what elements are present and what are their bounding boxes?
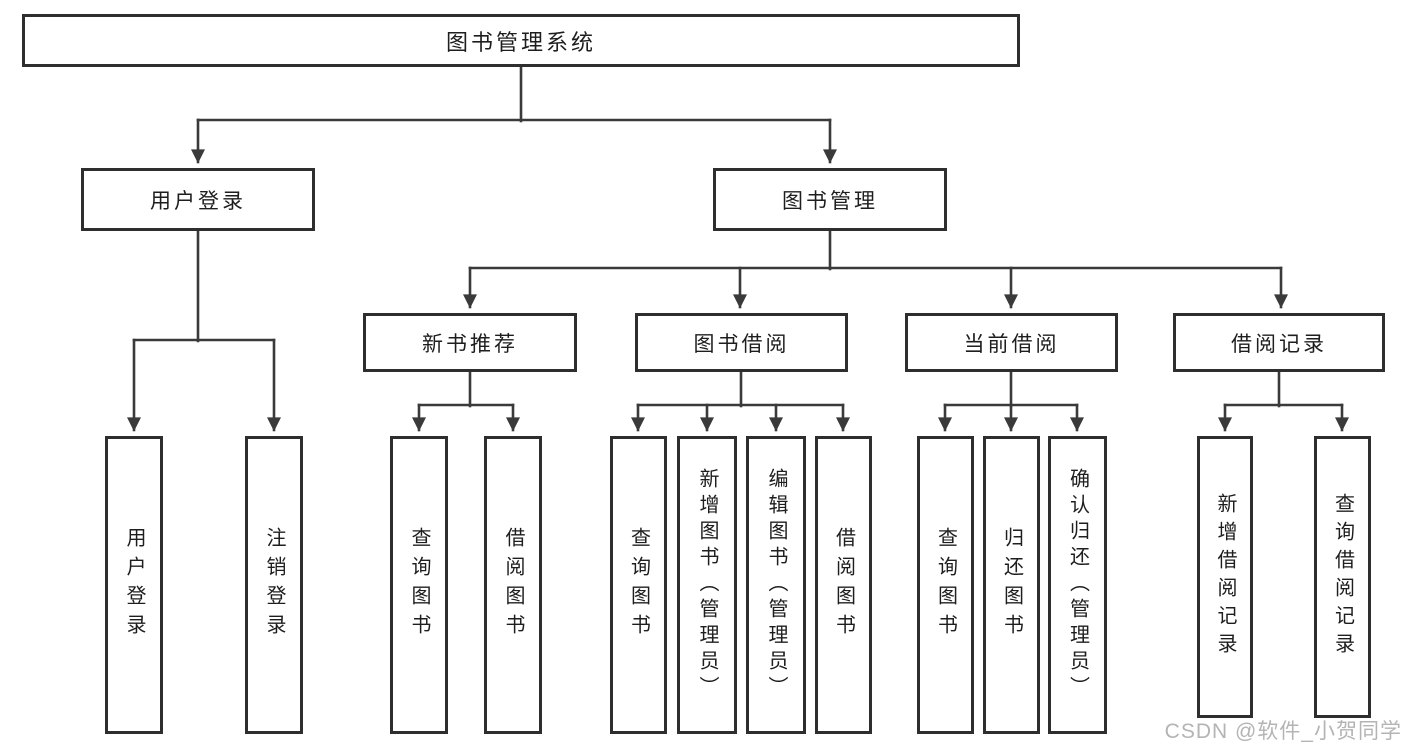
leaf-query-book-recommend: 查询图书: [390, 436, 448, 734]
node-new-book-recommendation: 新书推荐: [363, 313, 577, 372]
node-current-borrowing: 当前借阅: [905, 313, 1118, 372]
leaf-query-borrow-record: 查询借阅记录: [1314, 436, 1371, 718]
node-library-management-system: 图书管理系统: [22, 14, 1020, 67]
leaf-borrow-book: 借阅图书: [815, 436, 872, 734]
leaf-user-login: 用户登录: [105, 436, 163, 734]
leaf-return-book: 归还图书: [983, 436, 1040, 734]
leaf-borrow-book-recommend: 借阅图书: [484, 436, 542, 734]
leaf-edit-book-admin: 编辑图书（管理员）: [746, 436, 806, 734]
node-book-management: 图书管理: [713, 168, 947, 231]
node-book-borrowing: 图书借阅: [635, 313, 848, 372]
leaf-add-book-admin: 新增图书（管理员）: [677, 436, 737, 734]
leaf-confirm-return-admin: 确认归还（管理员）: [1048, 436, 1107, 734]
csdn-watermark: CSDN @软件_小贺同学: [1164, 720, 1402, 743]
leaf-query-book-current: 查询图书: [917, 436, 974, 734]
leaf-add-borrow-record: 新增借阅记录: [1197, 436, 1253, 718]
node-borrowing-records: 借阅记录: [1173, 313, 1385, 372]
leaf-logout: 注销登录: [245, 436, 303, 734]
leaf-query-book-borrowing: 查询图书: [610, 436, 667, 734]
node-user-login: 用户登录: [81, 168, 315, 231]
